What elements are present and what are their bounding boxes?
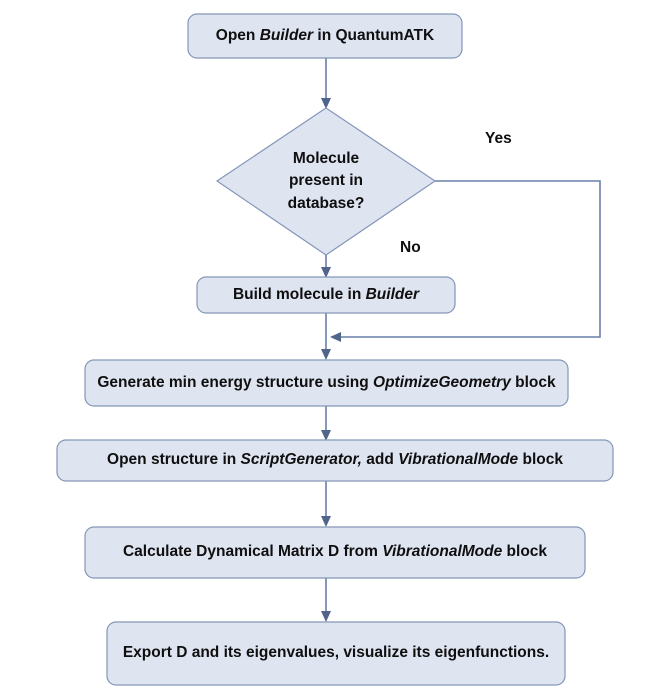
connector-decision-to-build-molecule bbox=[321, 255, 331, 278]
node-decision-shape[interactable] bbox=[215, 107, 437, 256]
connector-dynamical-matrix-to-export bbox=[321, 578, 331, 622]
node-script-generator-shape[interactable] bbox=[56, 439, 614, 482]
node-open-builder-shape[interactable] bbox=[187, 13, 463, 59]
edge-label-no: No bbox=[400, 239, 421, 256]
connector-build-molecule-to-optimize bbox=[321, 312, 331, 360]
connector-optimize-to-script-generator bbox=[321, 405, 331, 441]
connector-open-builder-to-decision bbox=[321, 58, 331, 109]
connector-script-generator-to-dynamical-matrix bbox=[321, 480, 331, 527]
edge-label-yes: Yes bbox=[485, 130, 512, 147]
node-dynamical-matrix-shape[interactable] bbox=[84, 526, 586, 579]
node-optimize-geometry-shape[interactable] bbox=[84, 359, 569, 407]
node-build-molecule-shape[interactable] bbox=[196, 276, 456, 314]
connector-yes-branch bbox=[330, 180, 601, 342]
node-export-results-shape[interactable] bbox=[106, 621, 566, 686]
